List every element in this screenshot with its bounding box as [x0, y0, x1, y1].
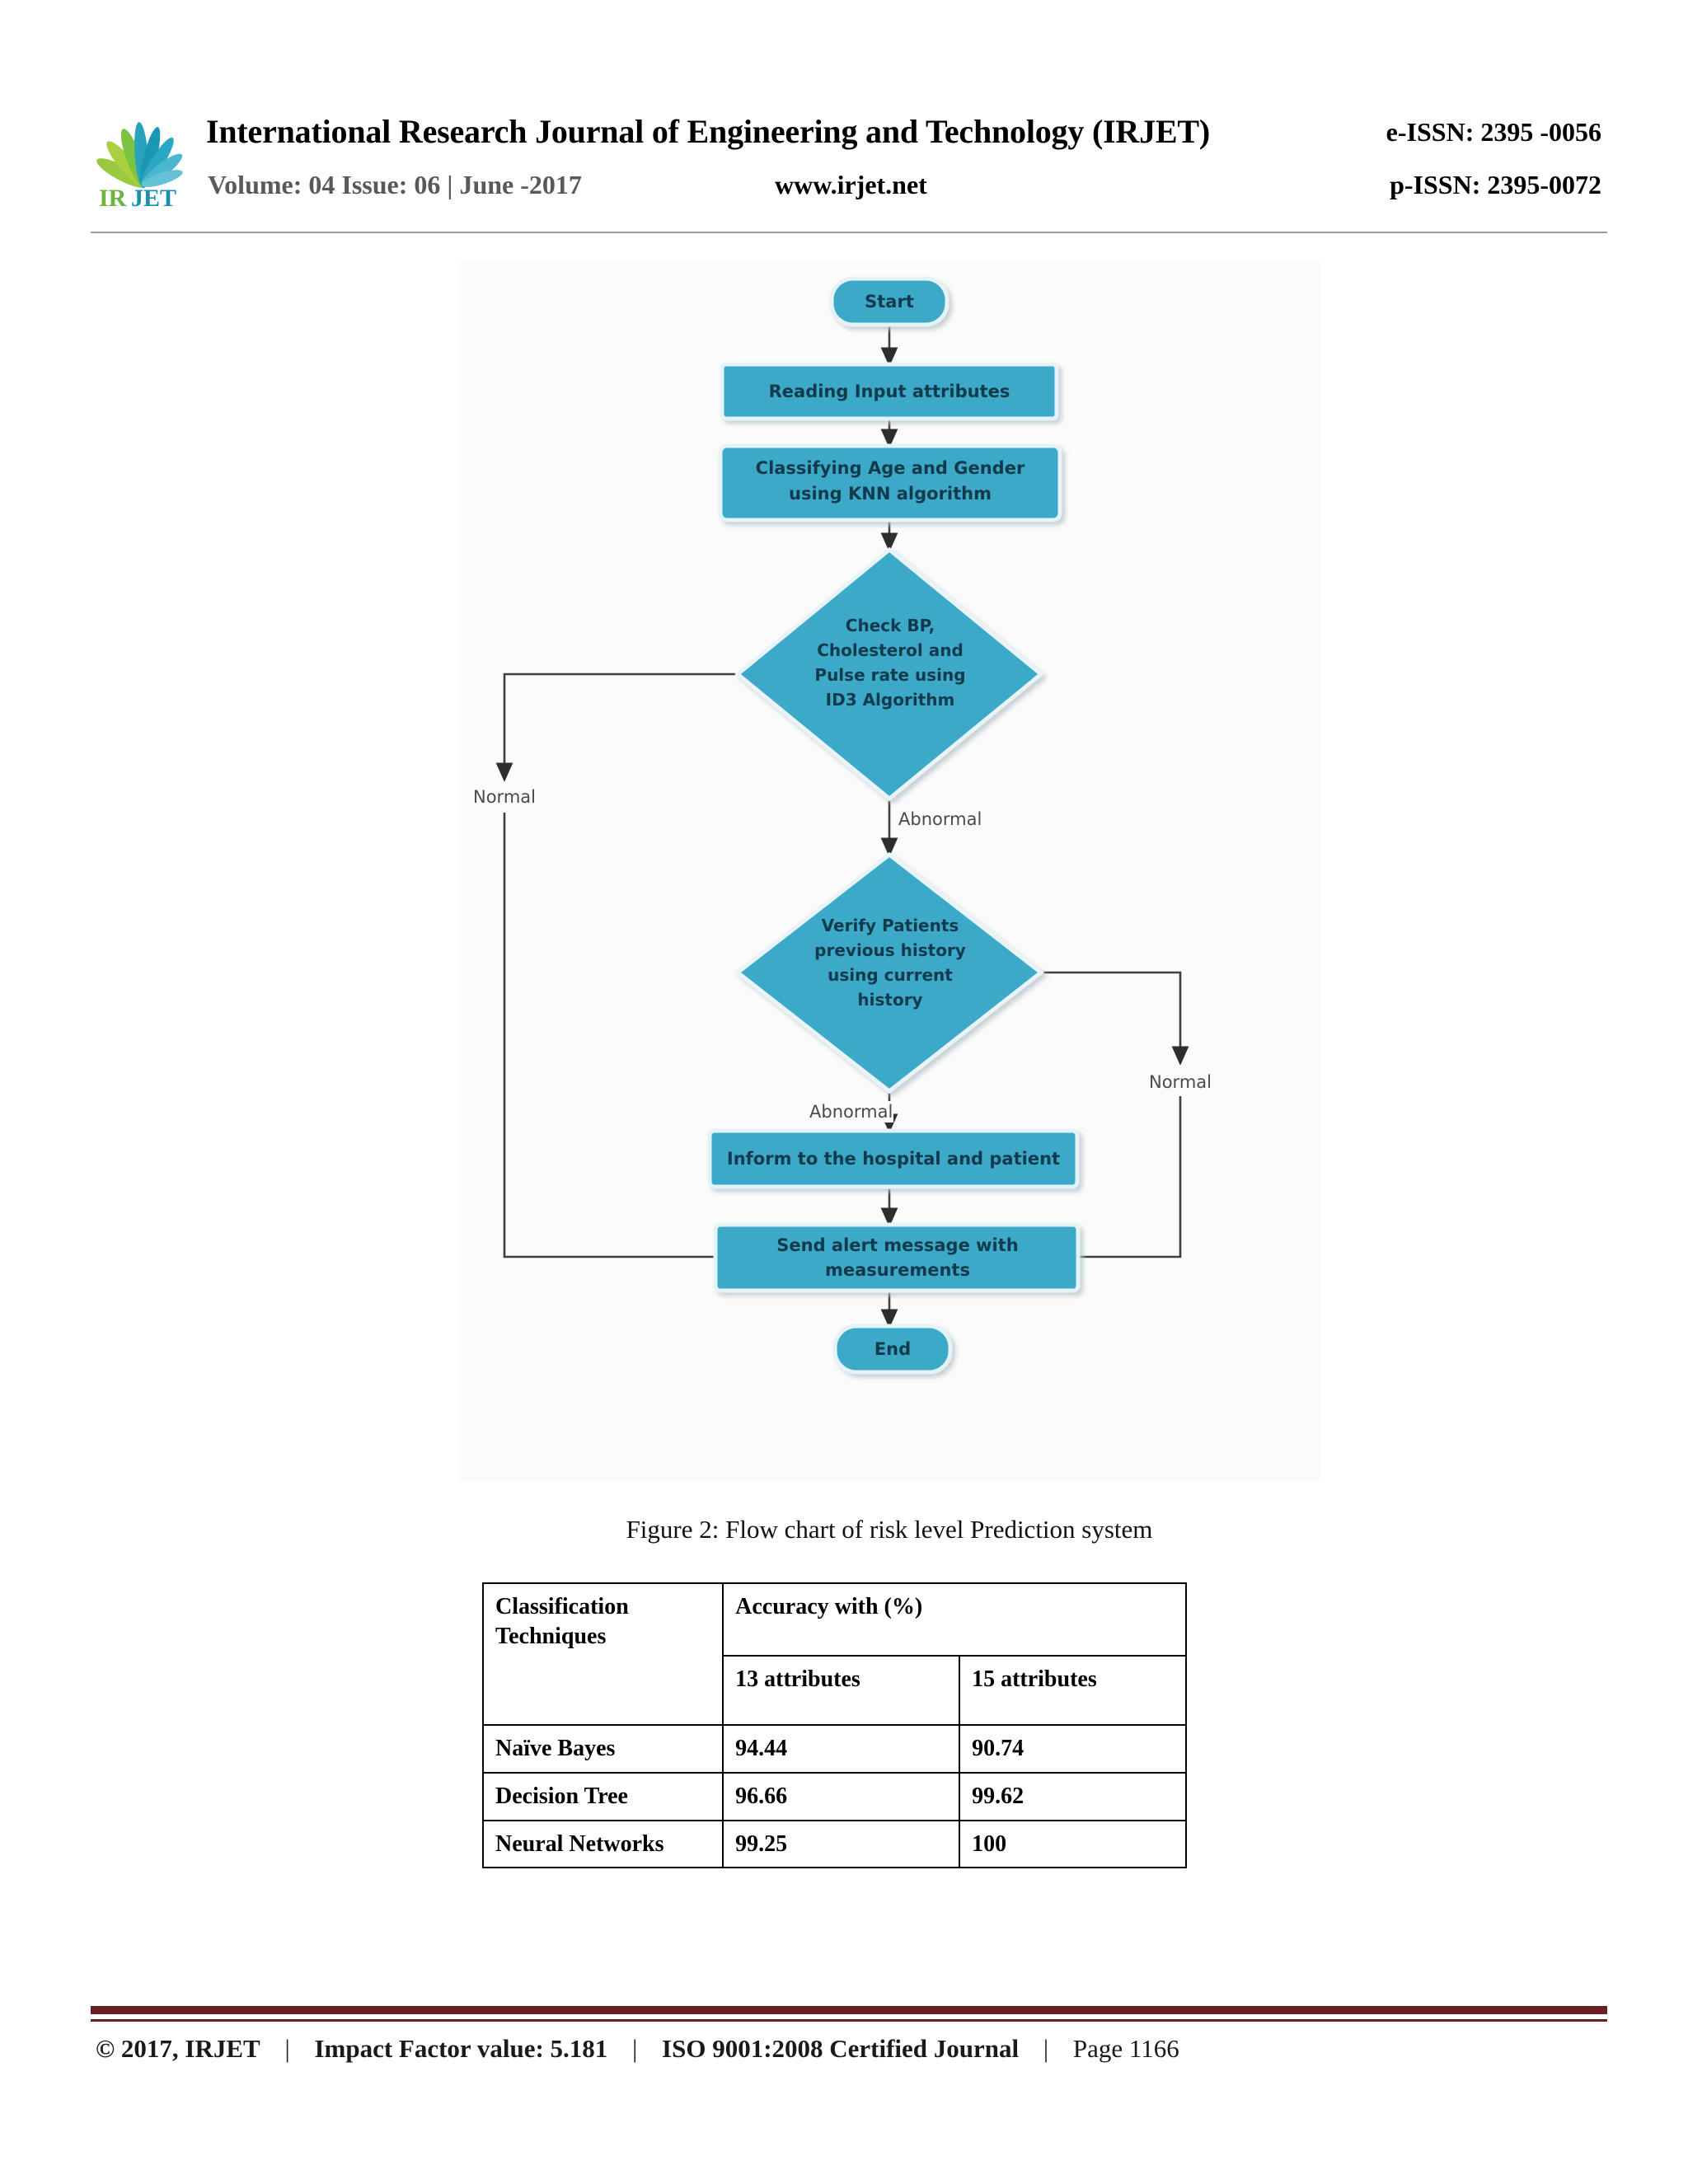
- footer-separator-3: |: [1043, 2034, 1049, 2063]
- footer-separator-1: |: [284, 2034, 290, 2063]
- node-start-label: Start: [865, 292, 914, 312]
- node-send-alert-line2: measurements: [825, 1260, 970, 1280]
- header-row-title: International Research Journal of Engine…: [198, 107, 1603, 160]
- edge-verify-normal-down-a: [1040, 971, 1189, 1066]
- results-table-wrapper: Classification Techniques Accuracy with …: [481, 1582, 1187, 1869]
- node-inform-hospital-label: Inform to the hospital and patient: [727, 1149, 1060, 1169]
- node-check-line1: Check BP,: [846, 616, 935, 635]
- results-table: Classification Techniques Accuracy with …: [481, 1582, 1187, 1869]
- page-header: IR JET International Research Journal of…: [91, 107, 1603, 214]
- edge-check-normal-into-alert: [503, 813, 738, 1266]
- table-row: Naïve Bayes 94.44 90.74: [481, 1724, 1187, 1774]
- table-header-accuracy-group: Accuracy with (%): [722, 1582, 1187, 1657]
- node-send-alert-line1: Send alert message with: [776, 1235, 1018, 1255]
- node-start: [829, 276, 950, 327]
- table-cell-technique: Naïve Bayes: [481, 1724, 724, 1774]
- node-verify-line3: using current: [828, 965, 953, 985]
- p-issn: p-ISSN: 2395-0072: [1390, 170, 1601, 199]
- flow-edges: [495, 324, 1189, 1329]
- table-row: Neural Networks 99.25 100: [481, 1819, 1187, 1869]
- edge-label-abnormal-1: Abnormal: [898, 809, 982, 829]
- node-end-label: End: [874, 1339, 911, 1359]
- table-subheader-row: 13 attributes 15 attributes: [483, 1655, 1187, 1726]
- node-check-line3: Pulse rate using: [814, 665, 965, 685]
- footer-separator-2: |: [632, 2034, 638, 2063]
- node-check-line2: Cholesterol and: [817, 640, 964, 660]
- node-verify-line1: Verify Patients: [822, 916, 959, 935]
- edge-check-normal-down-a: [495, 673, 738, 782]
- table-row: Decision Tree 96.66 99.62: [481, 1771, 1187, 1821]
- footer-copyright: © 2017, IRJET: [96, 2034, 260, 2063]
- flow-edge-labels: Abnormal Normal Abnormal Normal: [471, 786, 1221, 1122]
- table-cell-attr15: 99.62: [959, 1771, 1187, 1821]
- footer-rule-thick: [91, 2006, 1607, 2014]
- table-subheader-13-attributes: 13 attributes: [722, 1655, 961, 1726]
- svg-text:IR: IR: [99, 185, 127, 209]
- node-verify-history-diamond: [734, 851, 1045, 1094]
- table-cell-attr13: 94.44: [722, 1724, 961, 1774]
- flowchart-figure: Start Reading Input attributes Classifyi…: [458, 262, 1320, 1482]
- node-verify-line2: previous history: [814, 940, 966, 960]
- table-header-row: Classification Techniques Accuracy with …: [481, 1582, 1187, 1726]
- e-issn: e-ISSN: 2395 -0056: [1386, 117, 1601, 147]
- header-divider: [91, 232, 1607, 233]
- footer-page-number: Page 1166: [1072, 2034, 1179, 2063]
- node-reading-inputs-label: Reading Input attributes: [769, 382, 1010, 401]
- table-cell-attr15: 90.74: [959, 1724, 1187, 1774]
- node-classify-knn-line1: Classifying Age and Gender: [756, 458, 1025, 478]
- node-reading-inputs: [720, 362, 1059, 421]
- journal-title: International Research Journal of Engine…: [206, 113, 1211, 150]
- table-header-classification: Classification Techniques: [481, 1582, 724, 1726]
- footer-impact-factor: Impact Factor value: 5.181: [314, 2034, 608, 2063]
- node-check-line4: ID3 Algorithm: [826, 690, 955, 710]
- table-subheader-15-attributes: 15 attributes: [959, 1655, 1187, 1726]
- footer-rule-thin: [91, 2019, 1607, 2022]
- edge-verify-normal-into-alert: [1043, 1096, 1182, 1266]
- node-end: [832, 1324, 953, 1375]
- node-check-bp-diamond: [734, 546, 1044, 802]
- node-verify-line4: history: [857, 990, 922, 1010]
- edge-label-abnormal-2: Abnormal: [809, 1102, 893, 1122]
- svg-text:JET: JET: [131, 185, 176, 209]
- node-inform-hospital: [707, 1128, 1080, 1189]
- edge-label-normal-right: Normal: [1149, 1072, 1212, 1092]
- footer-certification: ISO 9001:2008 Certified Journal: [662, 2034, 1020, 2063]
- table-cell-technique: Decision Tree: [481, 1771, 724, 1821]
- flowchart-canvas: Start Reading Input attributes Classifyi…: [458, 262, 1320, 1482]
- node-classify-knn: [718, 443, 1062, 523]
- irjet-logo: IR JET: [91, 109, 196, 209]
- volume-issue: Volume: 04 Issue: 06 | June -2017: [208, 170, 582, 199]
- journal-website[interactable]: www.irjet.net: [775, 170, 927, 199]
- table-cell-attr13: 99.25: [722, 1819, 961, 1869]
- page-footer: © 2017, IRJET | Impact Factor value: 5.1…: [91, 2034, 1607, 2080]
- edge-label-normal-left: Normal: [473, 787, 536, 807]
- table-cell-attr13: 96.66: [722, 1771, 961, 1821]
- header-text-block: International Research Journal of Engine…: [198, 107, 1603, 213]
- table-cell-technique: Neural Networks: [481, 1819, 724, 1869]
- figure-caption: Figure 2: Flow chart of risk level Predi…: [626, 1515, 1153, 1544]
- node-classify-knn-line2: using KNN algorithm: [789, 484, 992, 504]
- header-row-meta: Volume: 04 Issue: 06 | June -2017 www.ir…: [198, 160, 1603, 213]
- table-cell-attr15: 100: [959, 1819, 1187, 1869]
- node-send-alert: [713, 1222, 1081, 1293]
